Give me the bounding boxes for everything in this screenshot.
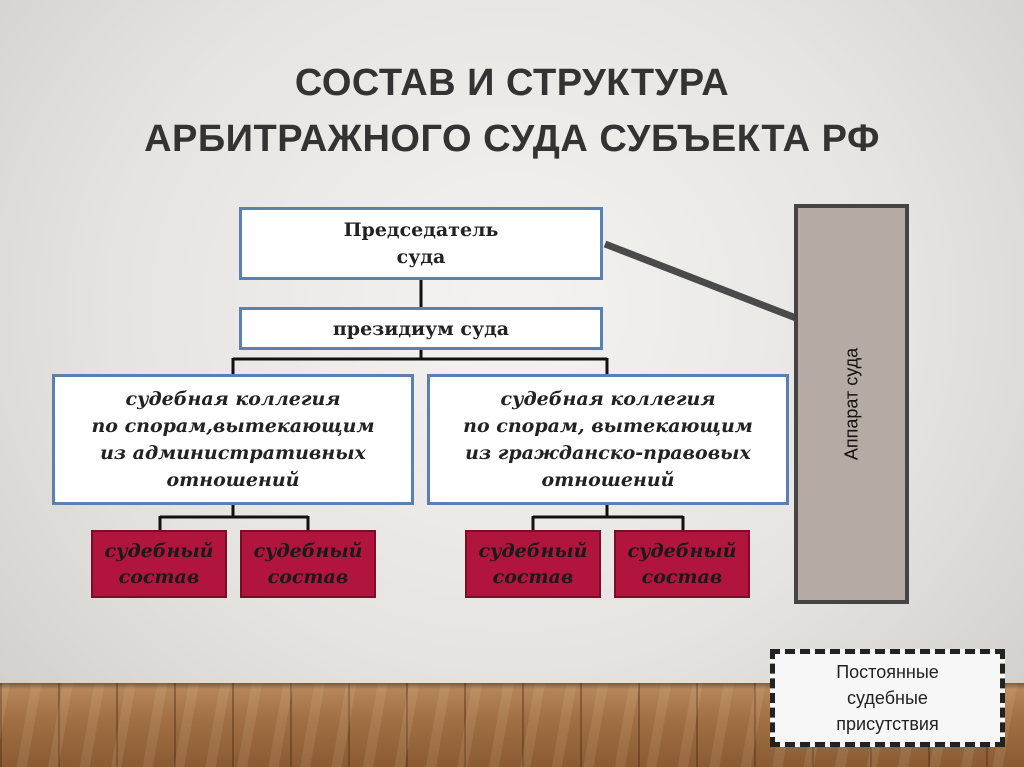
college-civil-box: судебная коллегия по спорам, вытекающим … (427, 374, 789, 505)
composition-3-line-2: состав (492, 566, 574, 588)
slide-title-line-2: АРБИТРАЖНОГО СУДА СУБЪЕКТА РФ (144, 118, 880, 160)
college-civil-line-1: судебная коллегия (500, 387, 716, 410)
composition-box-3: судебный состав (465, 530, 601, 598)
connector-chair-apparatus (603, 240, 798, 322)
composition-box-4: судебный состав (614, 530, 750, 598)
composition-2-line-1: судебный (253, 540, 363, 562)
permanent-presence-line-2: судебные (847, 688, 928, 708)
college-administrative-line-3: из административных (100, 441, 366, 464)
chairman-label-line-2: суда (396, 245, 446, 268)
permanent-presence-box: Постоянные судебные присутствия (770, 649, 1005, 747)
apparatus-label: Аппарат суда (841, 347, 861, 461)
composition-4-line-2: состав (641, 566, 723, 588)
apparatus-box: Аппарат суда (794, 204, 909, 604)
composition-1-line-2: состав (118, 566, 200, 588)
composition-box-1: судебный состав (91, 530, 227, 598)
permanent-presence-line-3: присутствия (836, 714, 939, 734)
chairman-box: Председатель суда (239, 207, 603, 280)
college-administrative-box: судебная коллегия по спорам,вытекающим и… (52, 374, 414, 505)
composition-box-2: судебный состав (240, 530, 376, 598)
college-civil-line-4: отношений (541, 468, 675, 491)
presidium-label: президиум суда (332, 317, 510, 340)
composition-2-line-2: состав (267, 566, 349, 588)
composition-1-line-1: судебный (104, 540, 214, 562)
slide-title-line-1: СОСТАВ И СТРУКТУРА (294, 62, 730, 104)
presidium-box: президиум суда (239, 307, 603, 350)
college-civil-line-2: по спорам, вытекающим (463, 414, 753, 437)
college-administrative-line-4: отношений (166, 468, 300, 491)
composition-4-line-1: судебный (627, 540, 737, 562)
slide-title: СОСТАВ И СТРУКТУРА АРБИТРАЖНОГО СУДА СУБ… (0, 55, 1024, 167)
college-administrative-line-2: по спорам,вытекающим (91, 414, 375, 437)
college-administrative-line-1: судебная коллегия (125, 387, 341, 410)
permanent-presence-line-1: Постоянные (836, 662, 939, 682)
college-civil-line-3: из гражданско-правовых (465, 441, 751, 464)
chairman-label-line-1: Председатель (343, 218, 499, 241)
composition-3-line-1: судебный (478, 540, 588, 562)
